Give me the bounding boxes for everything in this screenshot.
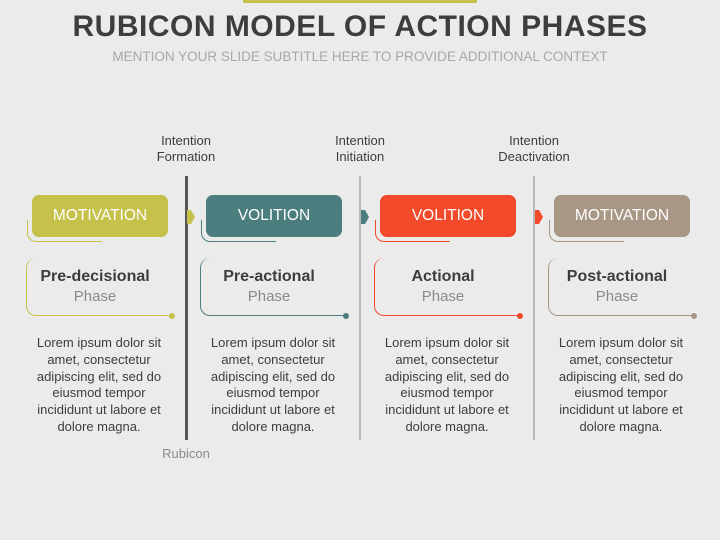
divider-label-line1: Intention [335,133,385,148]
divider-label-intention-formation: Intention Formation [126,133,246,165]
deactivation-divider-line [533,176,535,440]
divider-label-line2: Formation [156,149,216,164]
phase-card-bracket [374,258,523,319]
phase-card-bracket [26,258,175,319]
chevron-right-icon [361,210,369,224]
rubicon-divider-line [185,176,188,440]
button-bracket [375,220,450,242]
divider-label-intention-deactivation: Intention Deactivation [474,133,594,165]
phase-title: Pre-actional [223,268,315,285]
phase-button-motivation-post: MOTIVATION [554,195,690,237]
chevron-right-icon [535,210,543,224]
card-dot [517,313,523,319]
phase-subtitle: Phase [247,288,291,305]
button-bracket [27,220,102,242]
card-dot [343,313,349,319]
phase-description: Lorem ipsum dolor sit amet, consectetur … [558,335,684,434]
chevron-right-icon [187,210,195,224]
phase-title: Actional [411,268,475,285]
phase-title: Post-actional [566,268,668,285]
page-subtitle: MENTION YOUR SLIDE SUBTITLE HERE TO PROV… [112,49,608,64]
phase-button-volition-active: VOLITION [380,195,516,237]
phase-subtitle: Phase [595,288,639,305]
initiation-divider-line [359,176,361,440]
divider-label-line1: Intention [509,133,559,148]
divider-label-line2: Initiation [335,149,385,164]
card-dot [691,313,697,319]
phase-subtitle: Phase [73,288,117,305]
button-bracket [201,220,276,242]
phase-description: Lorem ipsum dolor sit amet, consectetur … [210,335,336,434]
phase-card-bracket [548,258,697,319]
card-dot [169,313,175,319]
phase-card-bracket [200,258,349,319]
phase-description: Lorem ipsum dolor sit amet, consectetur … [384,335,510,434]
top-accent-bar [243,0,477,3]
phase-subtitle: Phase [421,288,465,305]
phase-button-motivation: MOTIVATION [32,195,168,237]
divider-label-line1: Intention [161,133,211,148]
divider-label-line2: Deactivation [498,149,570,164]
phase-description: Lorem ipsum dolor sit amet, consectetur … [36,335,162,434]
rubicon-label: Rubicon [162,446,210,461]
page-title: RUBICON MODEL OF ACTION PHASES [72,10,648,43]
button-bracket [549,220,624,242]
phase-button-volition: VOLITION [206,195,342,237]
divider-label-intention-initiation: Intention Initiation [300,133,420,165]
phase-title: Pre-decisional [40,268,150,285]
